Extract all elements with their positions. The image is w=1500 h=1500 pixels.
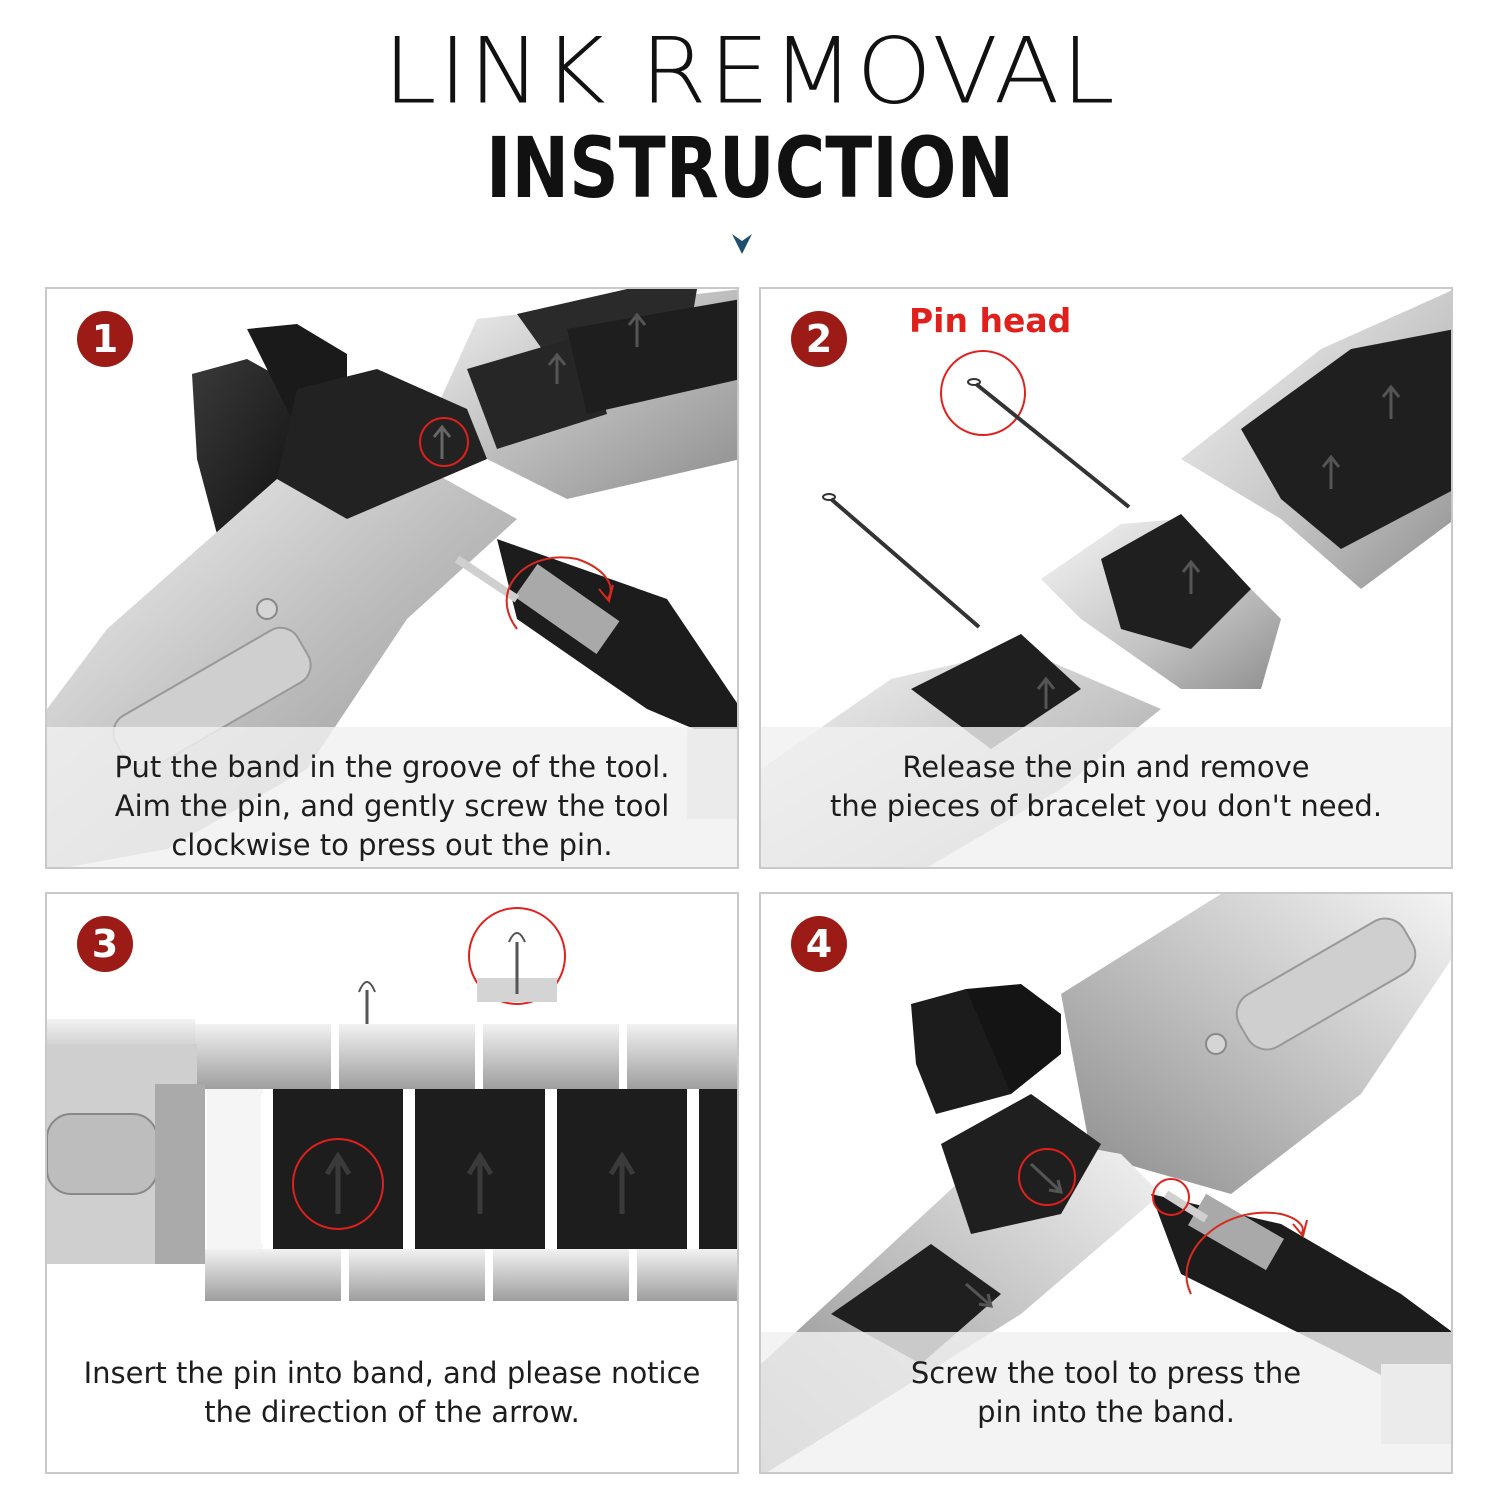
step-1-badge: 1 <box>77 311 133 367</box>
step-4-caption: Screw the tool to press the pin into the… <box>761 1354 1451 1432</box>
step-4-panel: 4 Screw the tool to press the pin into t… <box>759 892 1453 1474</box>
chevron-down-icon <box>732 234 752 254</box>
step-3-badge: 3 <box>77 916 133 972</box>
caption-line: pin into the band. <box>977 1395 1235 1429</box>
step-3-caption: Insert the pin into band, and please not… <box>47 1354 737 1432</box>
caption-background <box>761 1332 1451 1472</box>
step-2-badge: 2 <box>791 311 847 367</box>
step-3-panel: 3 Insert the pin into band, and please n… <box>45 892 739 1474</box>
caption-line: Insert the pin into band, and please not… <box>83 1356 701 1390</box>
step-1-caption: Put the band in the groove of the tool. … <box>47 748 737 865</box>
caption-background <box>47 727 737 867</box>
caption-line: Aim the pin, and gently screw the tool <box>114 789 670 823</box>
caption-line: Release the pin and remove <box>902 750 1310 784</box>
caption-line: Screw the tool to press the <box>910 1356 1302 1390</box>
caption-line: clockwise to press out the pin. <box>171 828 613 862</box>
step-2-caption: Release the pin and remove the pieces of… <box>761 748 1451 826</box>
step-2-panel: 2 Pin head Release the pin and remove th… <box>759 287 1453 869</box>
step-3-illustration <box>47 907 737 1301</box>
caption-background <box>761 727 1451 867</box>
title-line-2: INSTRUCTION <box>485 119 1015 217</box>
caption-line: the direction of the arrow. <box>204 1395 580 1429</box>
step-4-badge: 4 <box>791 916 847 972</box>
pin-head-annotation: Pin head <box>909 301 1072 340</box>
caption-line: Put the band in the groove of the tool. <box>114 750 670 784</box>
caption-line: the pieces of bracelet you don't need. <box>829 789 1383 823</box>
step-1-panel: 1 Put the band in the groove of the tool… <box>45 287 739 869</box>
title-line-1: LINK REMOVAL <box>383 17 1117 125</box>
